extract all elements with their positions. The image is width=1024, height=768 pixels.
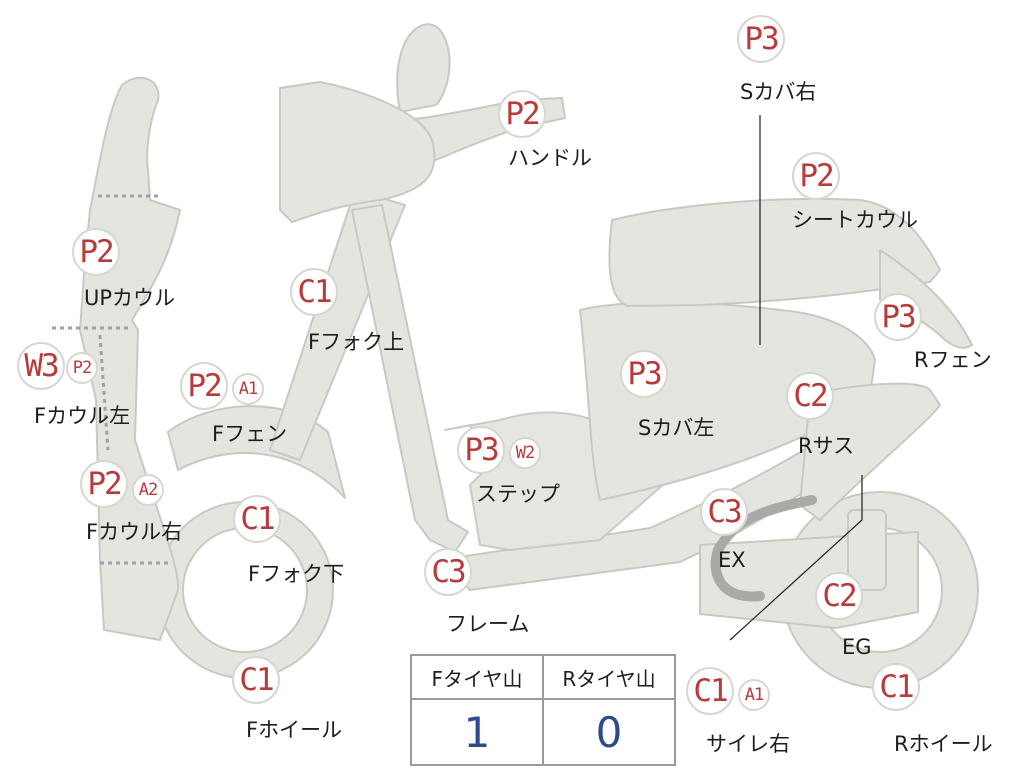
part-label-seat-cowl: シートカウル <box>792 208 918 232</box>
part-label-handle: ハンドル <box>508 146 592 170</box>
part-label-f-wheel: Fホイール <box>246 718 343 742</box>
part-label-f-cowl-right: Fカウル右 <box>86 520 183 544</box>
damage-code-badge: C1 <box>232 656 280 704</box>
damage-code-badge: C1 <box>290 268 338 316</box>
damage-code-badge: C3 <box>424 548 472 596</box>
damage-code-badge: P3 <box>457 426 505 474</box>
part-label-s-cover-right: Sカバ右 <box>740 80 817 104</box>
damage-code-badge: P3 <box>737 15 785 63</box>
damage-code-badge: C2 <box>815 572 863 620</box>
part-label-step: ステップ <box>476 482 560 506</box>
part-label-eg: EG <box>842 635 872 659</box>
damage-code-badge-small: W2 <box>509 437 541 469</box>
damage-code-badge: P2 <box>792 152 840 200</box>
damage-code-badge-small: A1 <box>232 373 264 405</box>
damage-code-badge-small: A1 <box>738 679 770 711</box>
front-tire-value: 1 <box>410 698 544 766</box>
damage-code-badge: P2 <box>72 228 120 276</box>
damage-code-badge: C3 <box>700 488 748 536</box>
damage-code-badge: C1 <box>872 663 920 711</box>
part-label-f-cowl-left: Fカウル左 <box>34 404 131 428</box>
damage-code-badge: P2 <box>180 362 228 410</box>
damage-code-badge-small: P2 <box>66 352 98 384</box>
part-label-frame: フレーム <box>446 612 530 636</box>
damage-code-badge: P2 <box>80 460 128 508</box>
rear-tire-value: 0 <box>542 698 676 766</box>
part-label-r-wheel: Rホイール <box>894 732 993 756</box>
damage-code-badge: P3 <box>620 350 668 398</box>
damage-code-badge-small: A2 <box>132 474 164 506</box>
tire-tread-table: Fタイヤ山 Rタイヤ山 1 0 <box>410 654 676 766</box>
part-label-up-cowl: UPカウル <box>84 286 176 310</box>
part-label-f-fork-upper: Fフォク上 <box>308 330 405 354</box>
part-label-ex: EX <box>718 548 746 572</box>
damage-code-badge: W3 <box>17 342 65 390</box>
part-label-f-fender: Fフェン <box>212 422 288 446</box>
part-label-r-fender: Rフェン <box>914 348 992 372</box>
part-label-silencer-right: サイレ右 <box>706 732 790 756</box>
damage-code-badge: P3 <box>874 293 922 341</box>
damage-code-badge: C1 <box>233 495 281 543</box>
rear-tire-header: Rタイヤ山 <box>542 654 676 700</box>
damage-code-badge: C2 <box>786 372 834 420</box>
front-tire-header: Fタイヤ山 <box>410 654 544 700</box>
part-label-s-cover-left: Sカバ左 <box>638 416 715 440</box>
part-label-f-fork-lower: Fフォク下 <box>248 562 345 586</box>
part-label-r-sus: Rサス <box>798 434 855 458</box>
damage-code-badge: P2 <box>498 90 546 138</box>
damage-code-badge: C1 <box>686 667 734 715</box>
